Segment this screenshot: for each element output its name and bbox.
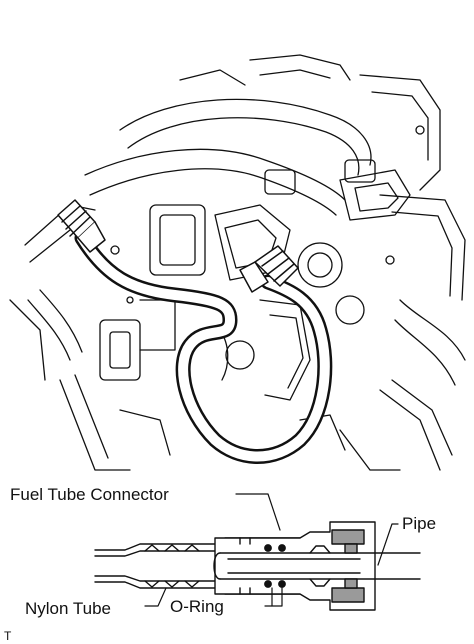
engine-bay-background	[9, 54, 466, 471]
hose-fitting-left	[57, 199, 106, 253]
callout-leaders	[144, 493, 399, 607]
hose-fitting-right	[239, 245, 299, 293]
nylon-tube-label: Nylon Tube	[25, 599, 111, 618]
pipe-label: Pipe	[402, 514, 436, 533]
fuel-hose	[74, 230, 333, 464]
o-ring-label: O-Ring	[170, 597, 224, 616]
connector-cross-section	[94, 521, 421, 611]
corner-code-label: T	[4, 629, 12, 643]
fuel-tube-connector-label: Fuel Tube Connector	[10, 485, 169, 504]
